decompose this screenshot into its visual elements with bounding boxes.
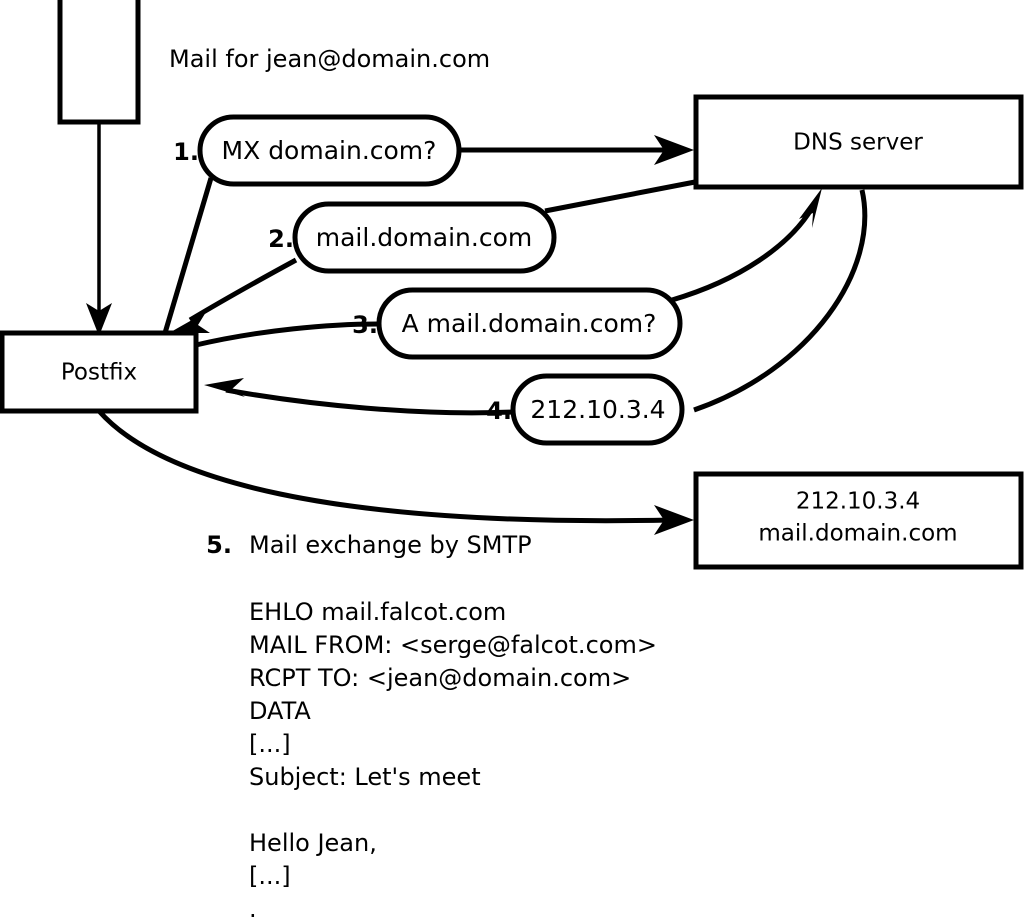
connector-incoming-mail <box>86 122 112 336</box>
node-remote-mail-server-host: mail.domain.com <box>758 521 957 547</box>
transcript-line-5: Subject: Let's meet <box>249 763 481 791</box>
transcript-line-8: [...] <box>249 862 291 890</box>
transcript-line-9: . <box>249 895 257 919</box>
step-3-bubble-label: A mail.domain.com? <box>402 309 657 338</box>
node-remote-mail-server-ip: 212.10.3.4 <box>796 489 920 515</box>
node-postfix-label: Postfix <box>61 360 137 386</box>
connector-step-4 <box>204 189 868 416</box>
step-3-number: 3. <box>352 311 378 339</box>
step-3-bubble: A mail.domain.com? <box>376 287 683 360</box>
step-1-bubble-label: MX domain.com? <box>222 136 437 165</box>
step-5-label: Mail exchange by SMTP <box>249 531 532 559</box>
step-1-bubble: MX domain.com? <box>197 114 462 187</box>
node-dns-server: DNS server <box>693 94 1024 190</box>
step-2-bubble: mail.domain.com <box>292 201 557 274</box>
transcript-line-2: RCPT TO: <jean@domain.com> <box>249 664 631 692</box>
node-source-host <box>57 0 141 125</box>
connector-step-2 <box>169 179 696 333</box>
transcript-line-0: EHLO mail.falcot.com <box>249 598 506 626</box>
transcript-line-3: DATA <box>249 697 311 725</box>
node-postfix: Postfix <box>0 330 199 414</box>
node-dns-server-label: DNS server <box>793 130 923 156</box>
mail-for-caption: Mail for jean@domain.com <box>169 45 490 73</box>
step-4-bubble: 212.10.3.4 <box>510 373 685 446</box>
step-4-number: 4. <box>486 397 512 425</box>
connector-step-1 <box>162 135 694 334</box>
transcript-line-1: MAIL FROM: <serge@falcot.com> <box>249 631 657 659</box>
connector-step-3 <box>195 188 822 348</box>
node-remote-mail-server: 212.10.3.4 mail.domain.com <box>693 471 1024 570</box>
step-4-bubble-label: 212.10.3.4 <box>530 395 665 424</box>
step-2-bubble-label: mail.domain.com <box>316 223 532 252</box>
step-1-number: 1. <box>173 138 199 166</box>
transcript-line-7: Hello Jean, <box>249 829 377 857</box>
step-2-number: 2. <box>268 225 294 253</box>
connector-step-5 <box>97 409 694 535</box>
step-5-number: 5. <box>206 531 232 559</box>
transcript-line-4: [...] <box>249 730 291 758</box>
